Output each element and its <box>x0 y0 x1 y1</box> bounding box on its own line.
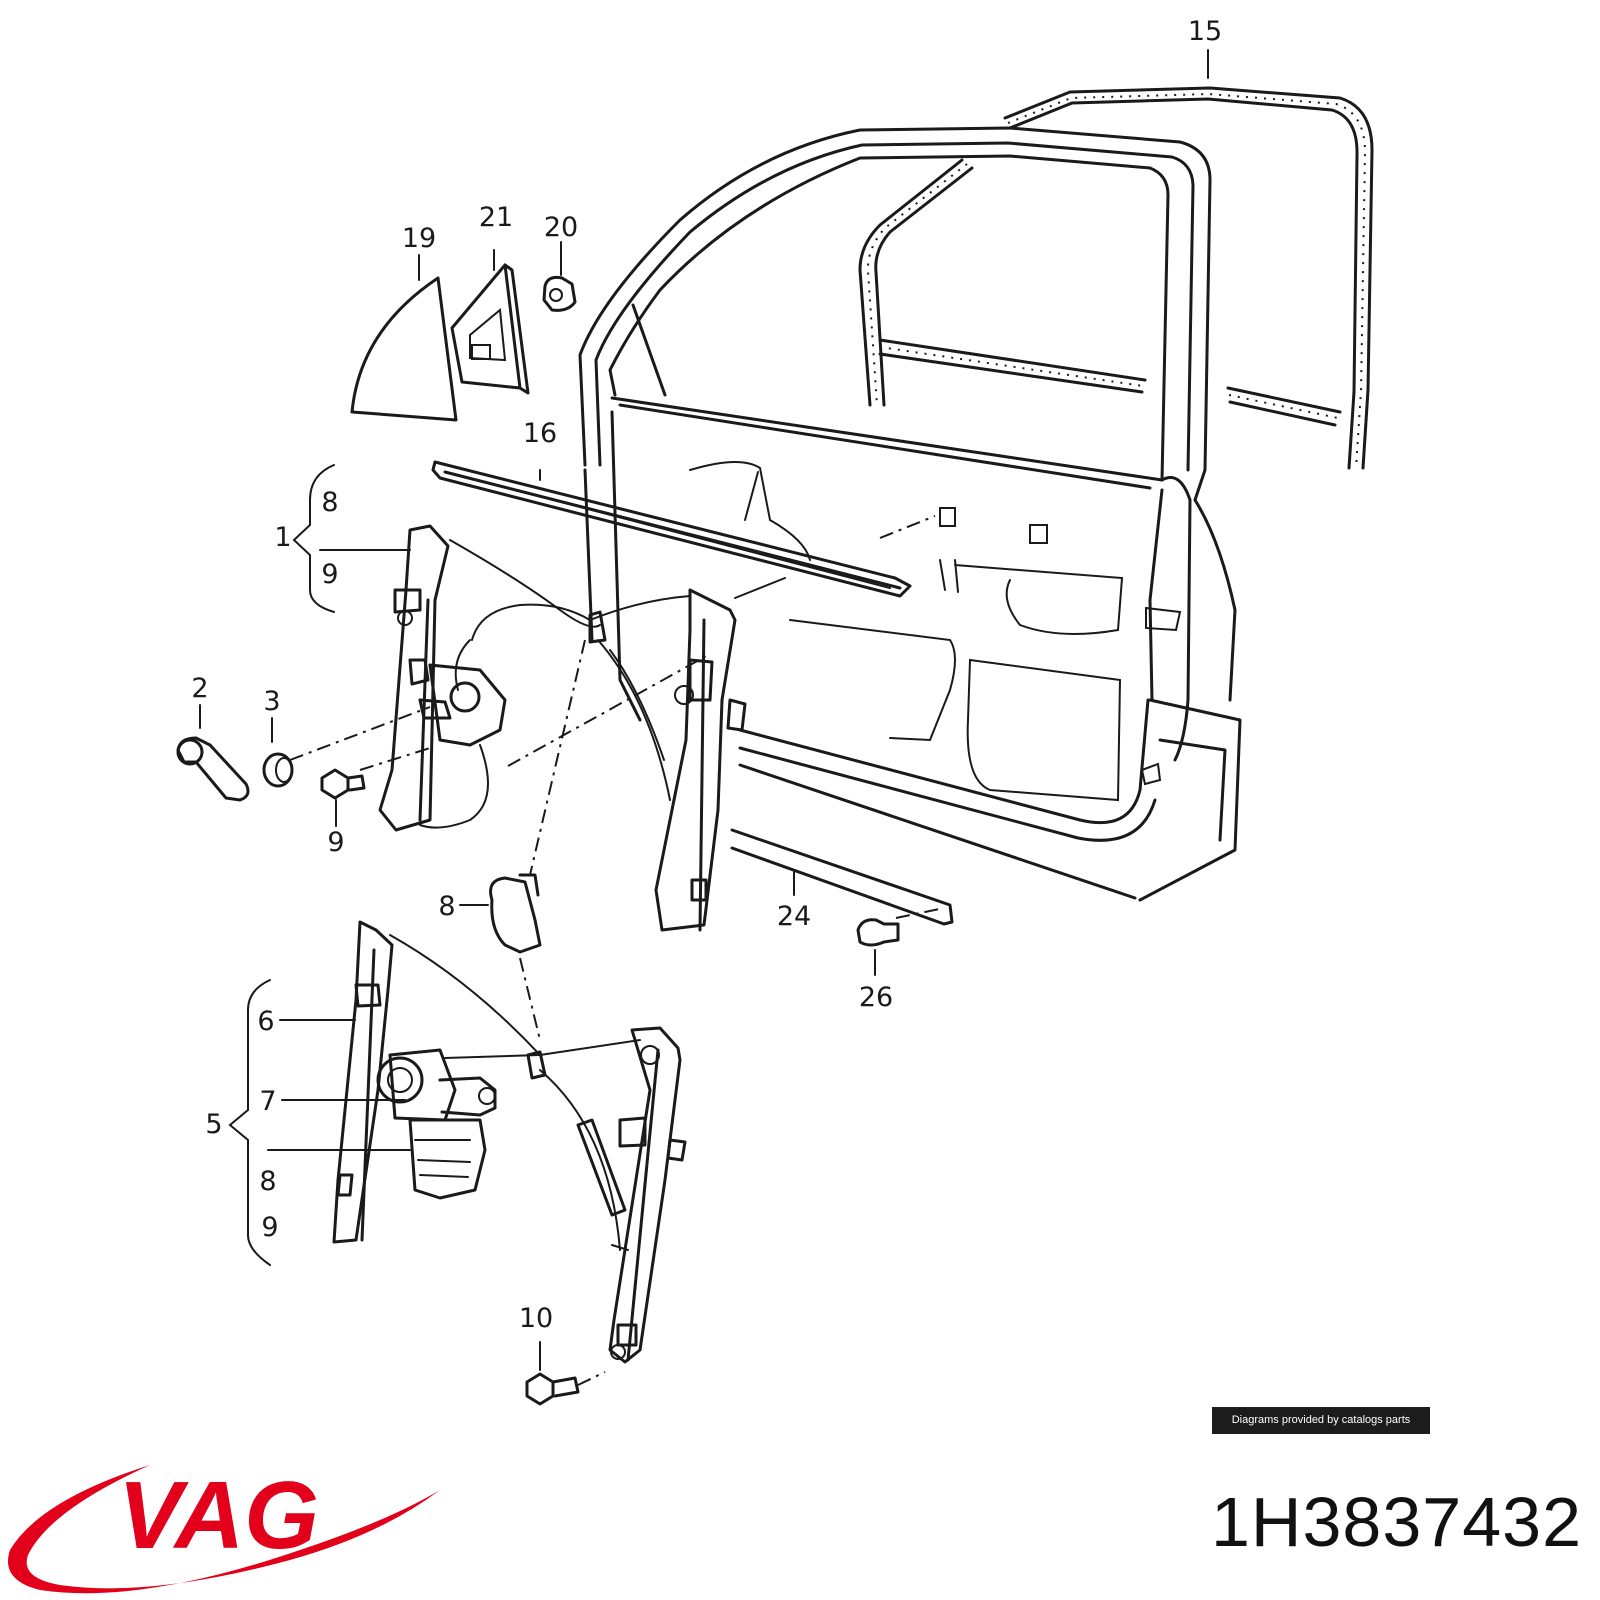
diagram-credit-badge: Diagrams provided by catalogs parts <box>1212 1407 1430 1434</box>
callout-20: 20 <box>544 212 578 243</box>
seal-strip-24 <box>730 828 954 926</box>
callout-6: 6 <box>257 1006 274 1037</box>
clip-26 <box>856 918 900 976</box>
bolt-9 <box>320 768 366 827</box>
callout-8-group1: 8 <box>321 487 338 518</box>
crank-handle-2 <box>176 704 250 802</box>
cable-clip-8 <box>459 639 586 1041</box>
callout-19: 19 <box>402 223 436 254</box>
door-shell <box>578 126 1242 902</box>
callout-24: 24 <box>777 901 811 932</box>
window-seal-15 <box>858 86 1374 470</box>
callout-3: 3 <box>263 686 280 717</box>
rosette-3 <box>262 717 294 788</box>
channel-strip-16 <box>431 460 912 598</box>
clip-nut-20 <box>542 241 577 312</box>
window-regulator-5 <box>267 920 687 1364</box>
logo-wordmark: VAG <box>118 1462 319 1569</box>
part-number: 1H3837432 <box>1211 1483 1582 1561</box>
callout-16: 16 <box>523 418 557 449</box>
group-brackets <box>228 464 335 1266</box>
callout-5: 5 <box>205 1109 222 1140</box>
callout-9-group1: 9 <box>321 559 338 590</box>
window-regulator-1 <box>289 524 747 932</box>
callout-21: 21 <box>479 202 513 233</box>
callout-1: 1 <box>274 522 291 553</box>
callout-8-clip: 8 <box>438 891 455 922</box>
vag-logo: VAG <box>8 1462 440 1594</box>
callout-10: 10 <box>519 1303 553 1334</box>
callout-15: 15 <box>1188 16 1222 47</box>
callout-2: 2 <box>191 673 208 704</box>
callout-9-group5: 9 <box>261 1212 278 1243</box>
callout-26: 26 <box>859 982 893 1013</box>
triangle-cover-19 <box>350 254 458 422</box>
callout-8-group5: 8 <box>259 1166 276 1197</box>
bolt-10 <box>525 1341 606 1406</box>
callout-9-bolt: 9 <box>327 827 344 858</box>
mirror-bracket-21 <box>450 249 530 395</box>
callout-7: 7 <box>259 1086 276 1117</box>
